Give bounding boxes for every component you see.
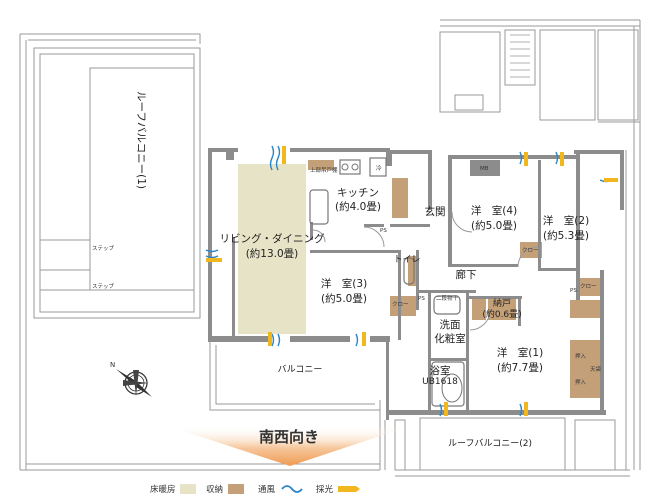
western-2-area-label: (約5.3畳) xyxy=(543,229,589,242)
closet-label-2: クロー xyxy=(580,283,597,290)
toilet-label: トイレ xyxy=(393,255,420,265)
stair-hatch xyxy=(510,34,530,78)
western-4-area-label: (約5.0畳) xyxy=(471,219,517,232)
bathroom-size-label: UB1618 xyxy=(422,377,458,387)
ps-label-1: PS xyxy=(418,296,425,302)
ps-label-3: PS xyxy=(380,228,387,234)
roof-balcony-1-label: ルーフバルコニー(1) xyxy=(135,91,147,189)
outer-outline xyxy=(19,19,641,477)
svg-text:N: N xyxy=(110,361,115,369)
storage-areas xyxy=(308,160,600,398)
washroom-2-label: 化粧室 xyxy=(434,332,466,345)
tenbukuro-label: 天袋 xyxy=(590,365,602,373)
floor-heating-area xyxy=(238,164,306,334)
washroom-label: 洗面 xyxy=(440,319,461,331)
entrance-label: 玄関 xyxy=(425,205,446,218)
orientation-indicator: 南西向き xyxy=(168,426,410,466)
legend-ventilation-label: 通風 xyxy=(258,484,276,495)
legend-lighting-label: 採光 xyxy=(316,484,334,495)
storage-room-area-label: (約0.6畳) xyxy=(482,308,521,320)
legend: 床暖房 収納 通風 採光 xyxy=(150,484,360,495)
mb-label: MB xyxy=(480,166,489,172)
oshiire-label-2: 押入 xyxy=(575,378,587,386)
kitchen-label: キッチン xyxy=(337,187,379,199)
lighting-marks xyxy=(206,146,618,416)
western-2-label: 洋 室(2) xyxy=(543,214,589,227)
bathroom-label: 浴室 xyxy=(430,364,451,377)
living-dining-label: リビング・ダイニング xyxy=(220,232,325,245)
oshiire-label-1: 押入 xyxy=(575,352,587,360)
western-3-label: 洋 室(3) xyxy=(321,277,367,290)
kitchen-area-label: (約4.0畳) xyxy=(335,200,381,213)
living-dining-area-label: (約13.0畳) xyxy=(246,247,299,260)
dryer-label: 二段物干 xyxy=(436,294,459,302)
western-4-label: 洋 室(4) xyxy=(471,204,517,217)
walls xyxy=(208,148,624,420)
cabinet-label: 上部吊戸棚 xyxy=(310,166,338,174)
step-label-2: ステップ xyxy=(92,283,115,290)
balcony-label: バルコニー xyxy=(278,364,323,375)
western-1-label: 洋 室(1) xyxy=(497,346,543,359)
western-1-area-label: (約7.7畳) xyxy=(497,361,543,374)
closet-label-3: クロー xyxy=(392,301,409,308)
legend-ventilation-icon xyxy=(281,485,303,493)
legend-floor-heating-swatch xyxy=(180,484,196,494)
orientation-label: 南西向き xyxy=(259,428,319,446)
legend-storage-label: 収納 xyxy=(206,484,223,495)
legend-storage-swatch xyxy=(228,484,244,494)
step-label-1: ステップ xyxy=(92,245,115,252)
corridor-label: 廊下 xyxy=(456,268,477,281)
roof-balcony-2-label: ルーフバルコニー(2) xyxy=(448,438,532,449)
storage-room-label: 納戸 xyxy=(493,297,511,309)
compass-icon: N xyxy=(110,361,152,397)
fridge-label: 冷 xyxy=(376,164,382,172)
ps-label-2: PS xyxy=(570,288,577,294)
western-3-area-label: (約5.0畳) xyxy=(321,292,367,305)
legend-floor-heating-label: 床暖房 xyxy=(150,484,176,495)
legend-lighting-icon xyxy=(338,486,360,492)
closet-label-4: クロー xyxy=(522,247,539,254)
